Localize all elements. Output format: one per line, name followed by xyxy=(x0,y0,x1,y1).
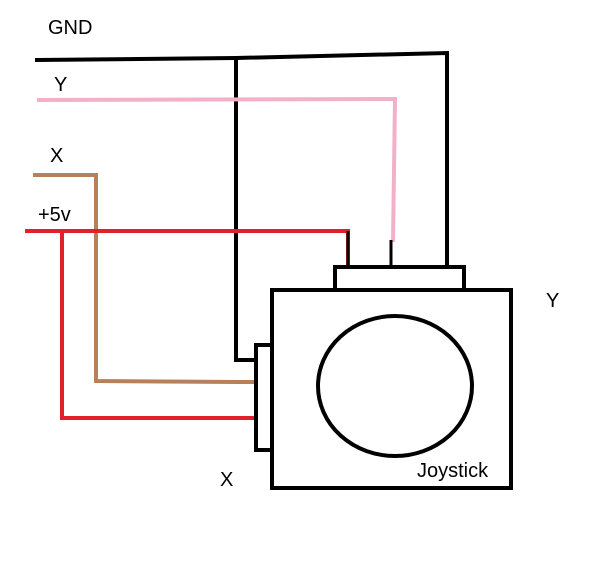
gnd-wire-branch xyxy=(234,56,260,362)
gnd-label: GND xyxy=(48,17,92,39)
joystick-label: Joystick xyxy=(417,460,489,482)
y-wire xyxy=(36,96,398,243)
y-connector-pins xyxy=(346,231,449,267)
x-wire-label: X xyxy=(50,145,63,167)
gnd-wire-main xyxy=(34,50,449,269)
x-wire xyxy=(33,173,258,384)
y-wire-label: Y xyxy=(54,74,67,96)
vcc-label: +5v xyxy=(38,204,71,226)
y-connector xyxy=(333,265,466,292)
gnd-wire xyxy=(34,50,449,362)
vcc-wire-branch xyxy=(60,231,258,420)
joystick-stick xyxy=(316,314,474,458)
vcc-wire-main xyxy=(25,229,350,267)
axis-y-label: Y xyxy=(546,290,559,312)
x-connector xyxy=(254,343,274,452)
axis-x-label: X xyxy=(220,469,233,491)
